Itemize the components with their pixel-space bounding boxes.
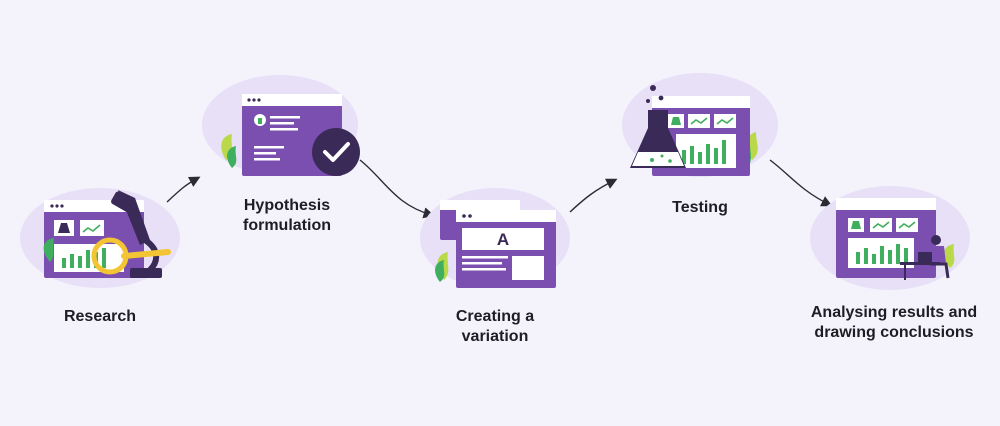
connector-research-to-hypothesis <box>166 176 201 203</box>
variant-letter: A <box>497 230 509 249</box>
step-label-line: Analysing results and <box>810 304 978 321</box>
step-label-line: Hypothesis <box>243 197 331 214</box>
connector-hypothesis-to-variation <box>359 159 435 219</box>
step-label-line: formulation <box>243 217 331 234</box>
step-label-hypothesis: Hypothesis formulation <box>227 196 347 236</box>
step-label-analysis: Analysing results and drawing conclusion… <box>796 303 992 343</box>
connectors <box>166 159 833 219</box>
connector-variation-to-testing <box>569 178 618 213</box>
step-label-line: Creating a <box>455 308 535 325</box>
flask-icon <box>630 85 686 168</box>
step-label-line: Testing <box>672 199 728 216</box>
testing-illustration <box>622 73 778 177</box>
variation-illustration: A <box>420 188 570 288</box>
person-laptop-icon <box>900 235 955 280</box>
step-label-line: Research <box>63 308 137 325</box>
research-illustration <box>20 188 180 288</box>
step-label-variation: Creating a variation <box>435 307 555 347</box>
analysis-illustration <box>810 186 970 290</box>
checkmark-icon <box>312 128 360 176</box>
step-label-testing: Testing <box>640 198 760 218</box>
connector-testing-to-analysis <box>769 159 833 207</box>
step-label-research: Research <box>50 307 150 327</box>
hypothesis-illustration <box>202 75 360 176</box>
step-label-line: drawing conclusions <box>814 324 974 341</box>
step-label-line: variation <box>461 328 529 345</box>
